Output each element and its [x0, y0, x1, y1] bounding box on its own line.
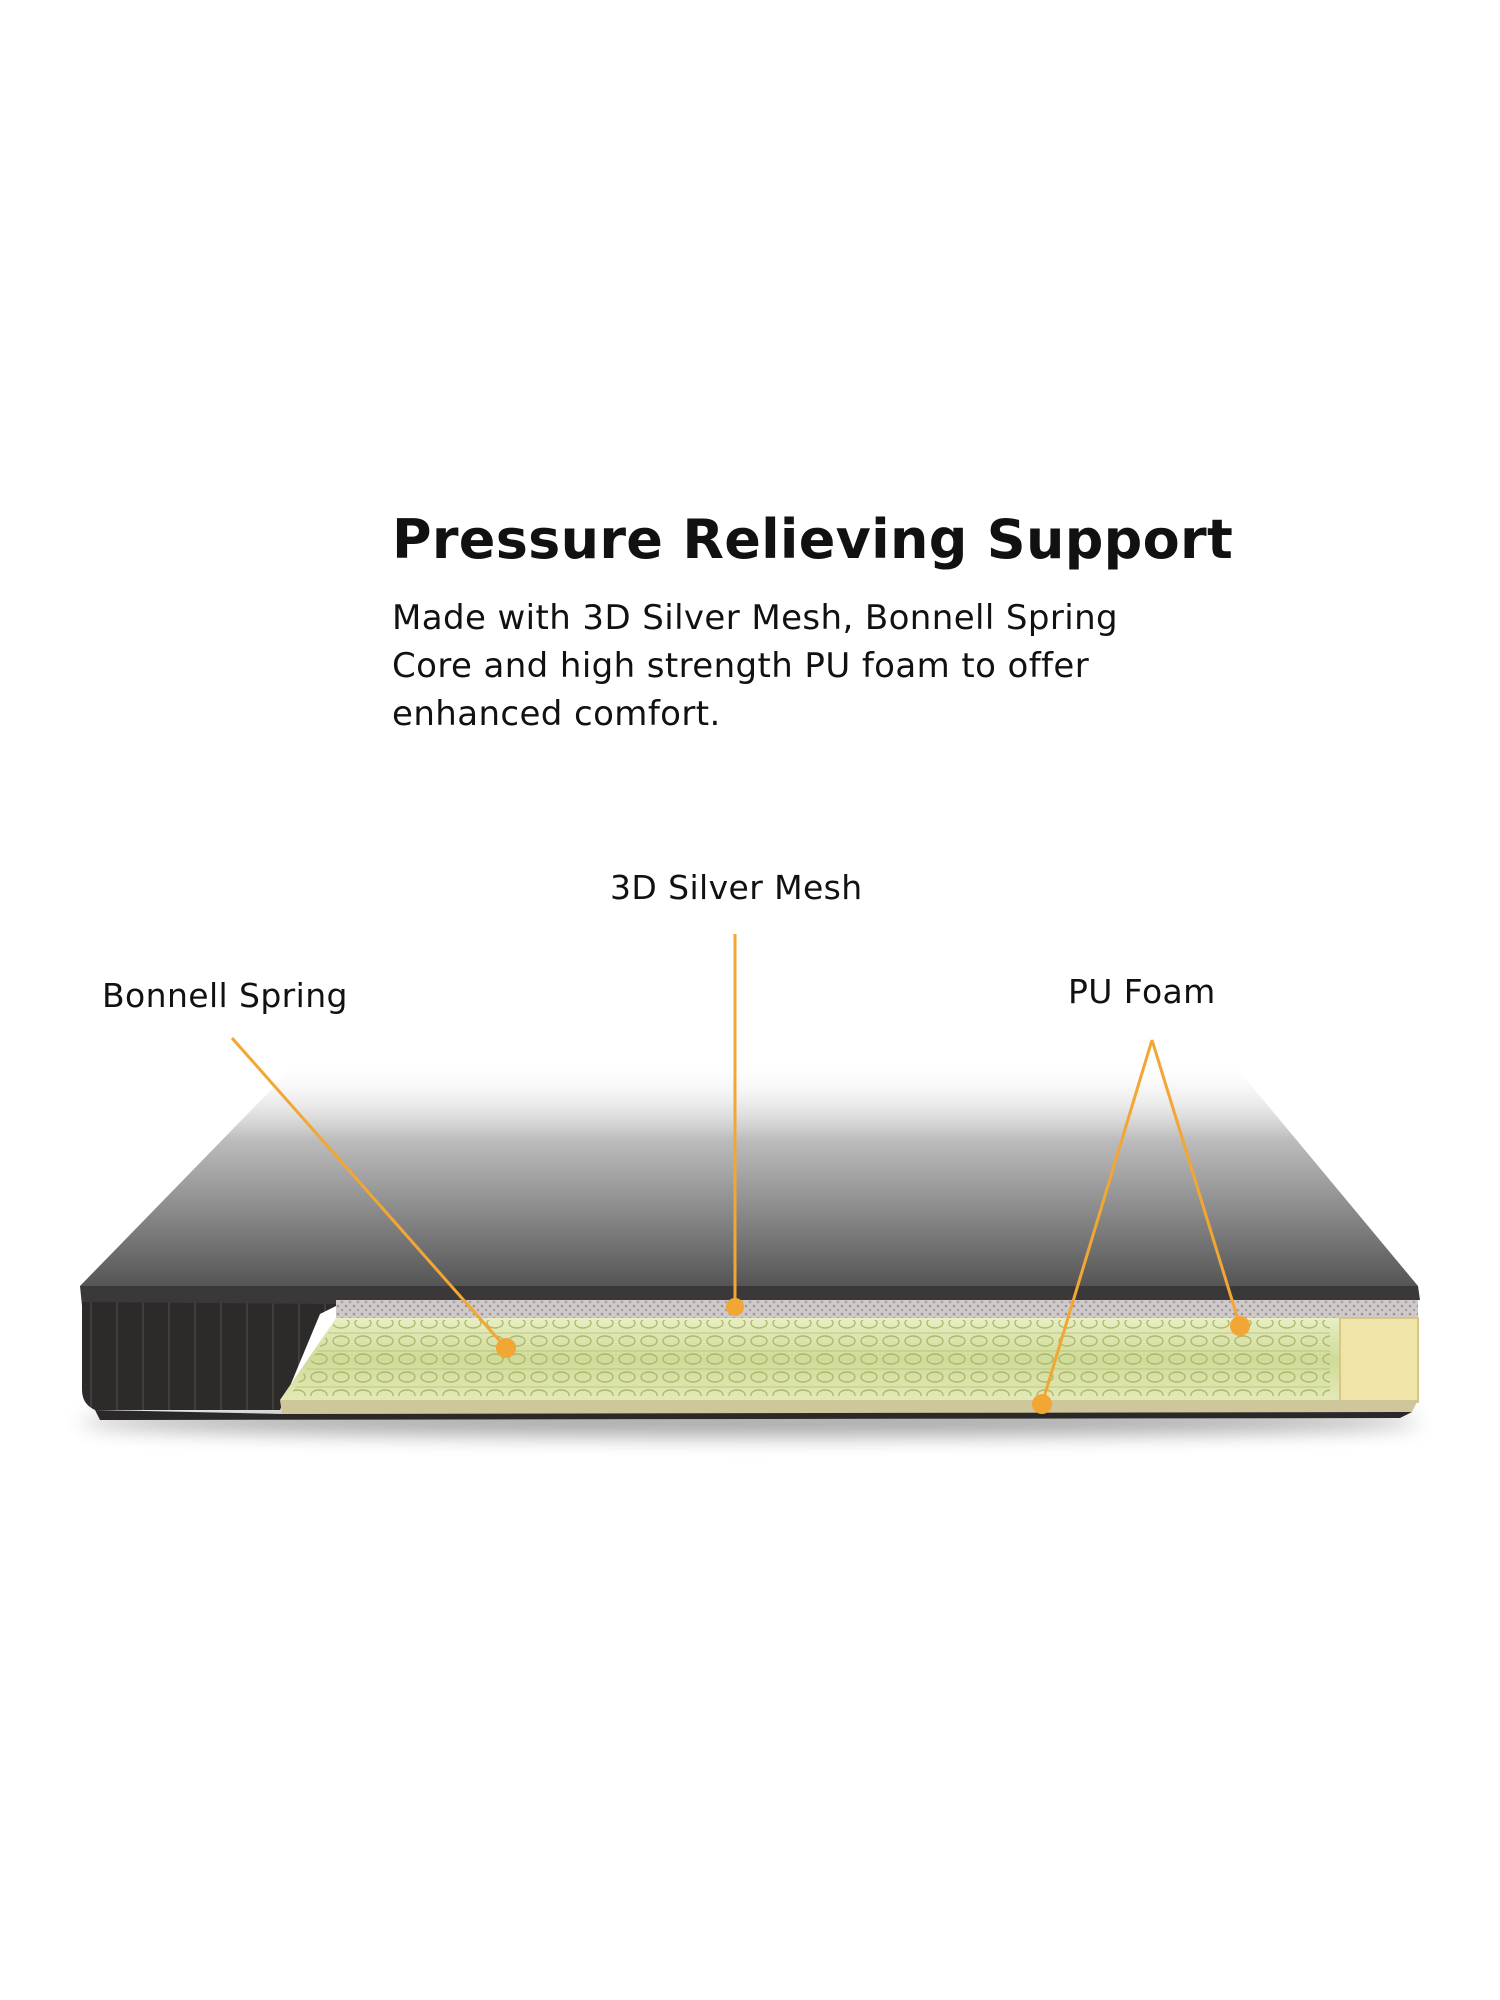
mesh-marker: [726, 1298, 744, 1316]
foam-marker-top: [1230, 1316, 1250, 1336]
leader-markers: [496, 1298, 1250, 1414]
callout-pu-foam: PU Foam: [1068, 972, 1216, 1011]
spring-coils: [290, 1320, 1330, 1396]
description-line: enhanced comfort.: [392, 694, 721, 734]
callout-bonnell-spring: Bonnell Spring: [102, 976, 348, 1015]
spring-marker: [496, 1338, 516, 1358]
description-line: Made with 3D Silver Mesh, Bonnell Spring: [392, 598, 1119, 638]
mattress-bottom-edge: [280, 1400, 1418, 1414]
callout-3d-silver-mesh: 3D Silver Mesh: [610, 868, 863, 907]
description: Made with 3D Silver Mesh, Bonnell Spring…: [392, 594, 1212, 738]
headline: Pressure Relieving Support: [392, 508, 1234, 571]
leader-lines: [230, 934, 1242, 1405]
mattress-base: [95, 1410, 1412, 1420]
mattress-side-panel: [82, 1302, 340, 1410]
mattress-top-cover: [80, 1060, 1418, 1286]
mesh-layer: [336, 1300, 1418, 1320]
foam-marker-bottom: [1032, 1394, 1052, 1414]
description-line: Core and high strength PU foam to offer: [392, 646, 1090, 686]
pu-foam-layer: [1339, 1317, 1419, 1403]
